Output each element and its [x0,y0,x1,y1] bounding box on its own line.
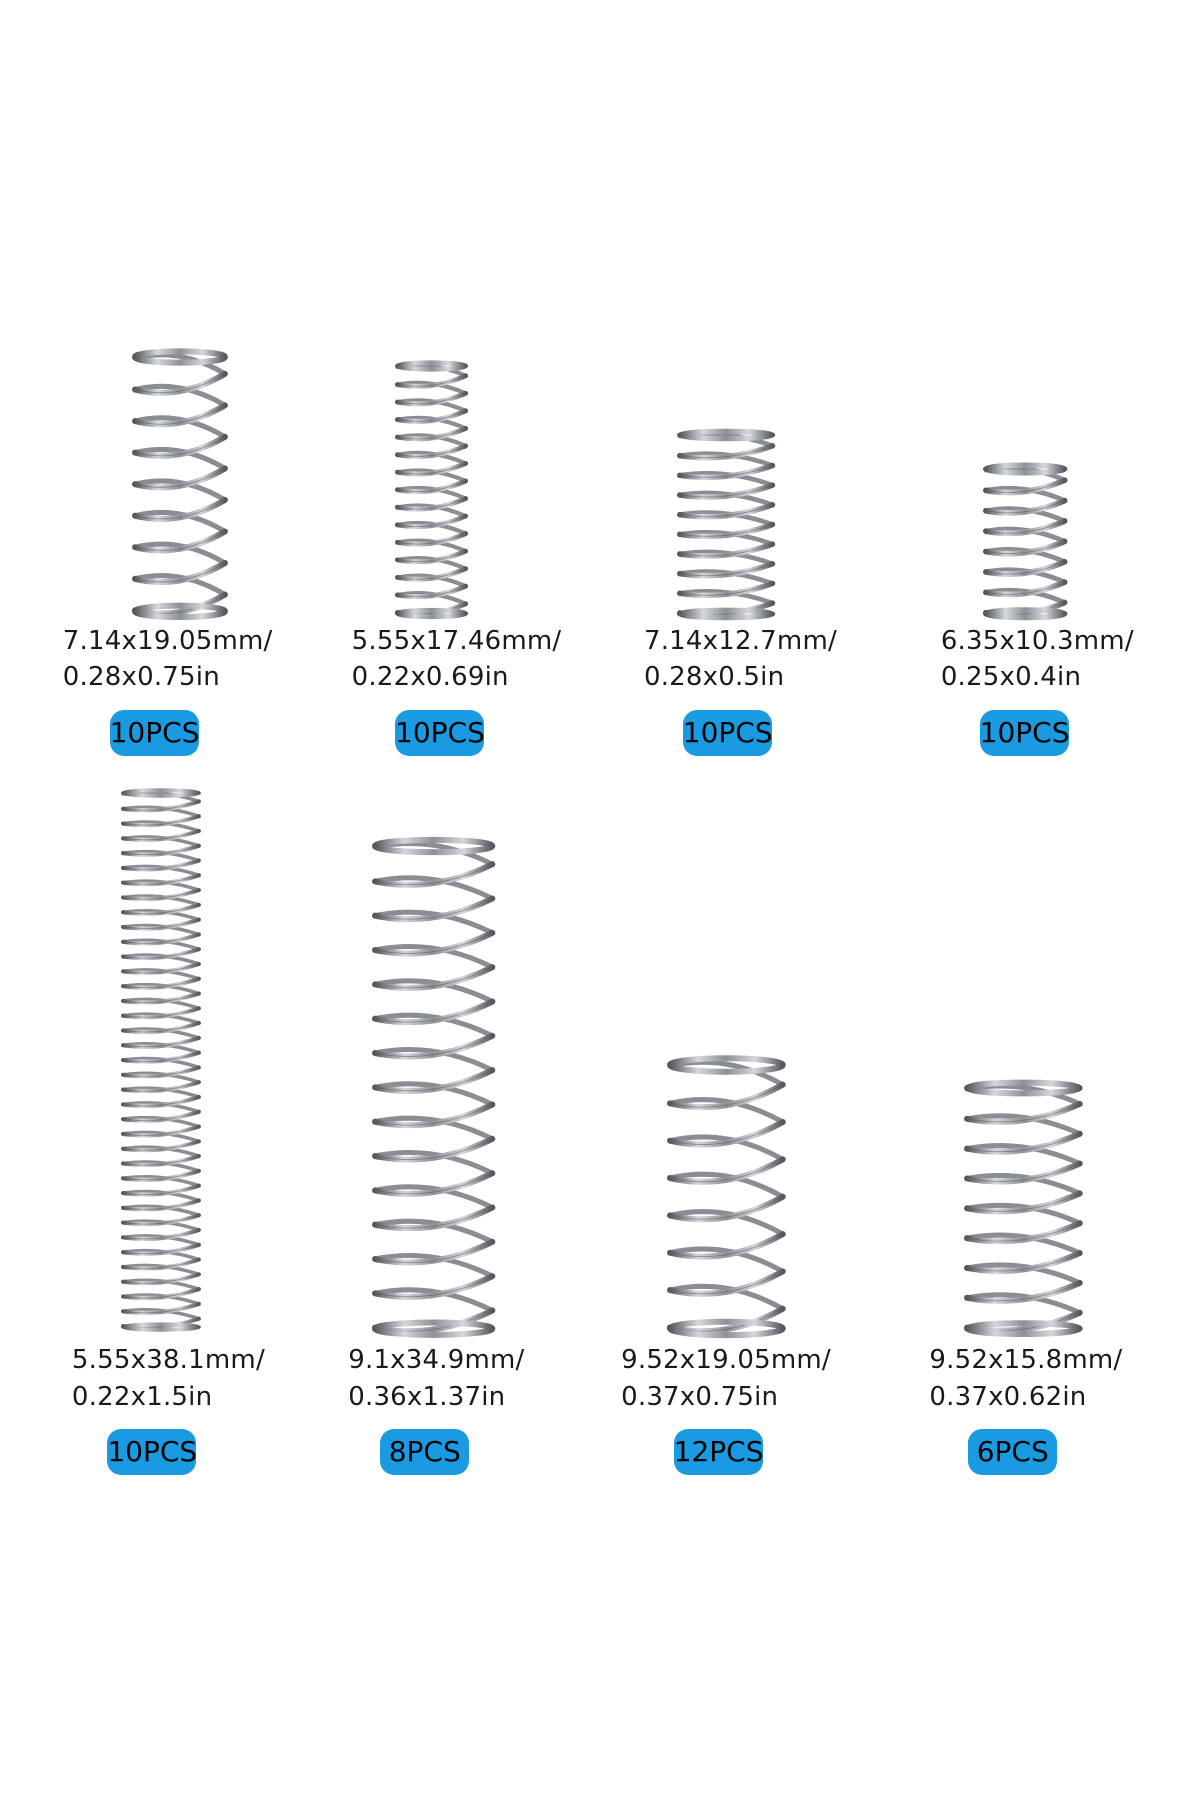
spring-size-mm: 7.14x19.05mm/ [62,625,273,656]
spring-end-ring [677,428,776,441]
spring-size-in: 0.28x0.5in [643,662,785,693]
spring-end-ring [666,1055,786,1075]
spring-end-ring [372,836,496,855]
quantity-badge: 10PCS [395,710,485,757]
spring-image [677,428,776,620]
spring-end-ring [395,360,469,372]
spring-end-ring [132,348,229,366]
spring-size-in: 0.37x0.75in [621,1381,779,1412]
spring-size-mm: 9.52x19.05mm/ [621,1345,831,1375]
quantity-badge: 10PCS [109,710,199,757]
spring-end-ring [395,607,469,620]
spring-coil-edge [966,1103,1080,1331]
spring-size-mm: 6.35x10.3mm/ [940,625,1134,656]
spring-size-mm: 5.55x38.1mm/ [71,1345,265,1375]
spring-size-mm: 9.1x34.9mm/ [348,1345,525,1375]
spring-size-in: 0.37x0.62in [929,1381,1087,1412]
spring-image [121,788,201,1332]
quantity-badge: 6PCS [968,1429,1058,1476]
spring-coil-edge [669,1084,783,1332]
spring-end-ring [677,607,776,620]
spring-size-in: 0.28x0.75in [62,662,220,693]
spring-end-ring [132,602,229,620]
quantity-badge: 12PCS [673,1429,763,1476]
spring-coil-edge [123,801,200,1329]
spring-size-in: 0.22x1.5in [71,1381,213,1412]
spring-size-mm: 9.52x15.8mm/ [929,1345,1123,1375]
spring-end-ring [983,607,1068,621]
spring-image [963,1079,1083,1337]
spring-coil-front [666,1081,786,1335]
spring-coil-edge [679,444,773,616]
spring-end-ring [983,462,1068,476]
spring-coil-edge [375,863,493,1332]
spring-end-ring [963,1079,1083,1097]
spring-size-in: 0.25x0.4in [940,662,1082,693]
spring-coil-back [132,352,228,598]
quantity-badge: 8PCS [380,1429,470,1476]
spring-coil-front [983,477,1068,618]
spring-end-ring [372,1319,496,1338]
spring-end-ring [666,1318,786,1339]
spring-end-ring [963,1319,1083,1337]
spring-image [666,1055,786,1339]
spring-coil-back [667,1059,786,1312]
spring-size-in: 0.22x0.69in [351,662,509,693]
spring-coil-edge [985,479,1065,616]
spring-coil-edge [397,375,466,615]
spring-end-ring [121,788,201,798]
spring-image [372,836,496,1338]
quantity-badge: 10PCS [682,710,773,757]
quantity-badge: 10PCS [979,710,1069,757]
spring-end-ring [121,1322,201,1332]
spring-coil-back [372,840,496,1313]
spring-image [132,348,229,620]
spring-size-mm: 7.14x12.7mm/ [643,625,837,656]
spring-coil-edge [135,373,226,614]
spring-size-in: 0.36x1.37in [348,1381,506,1412]
spring-image [983,462,1068,621]
spring-size-mm: 5.55x17.46mm/ [351,625,562,656]
quantity-badge: 10PCS [107,1429,197,1476]
spring-image [395,360,469,620]
